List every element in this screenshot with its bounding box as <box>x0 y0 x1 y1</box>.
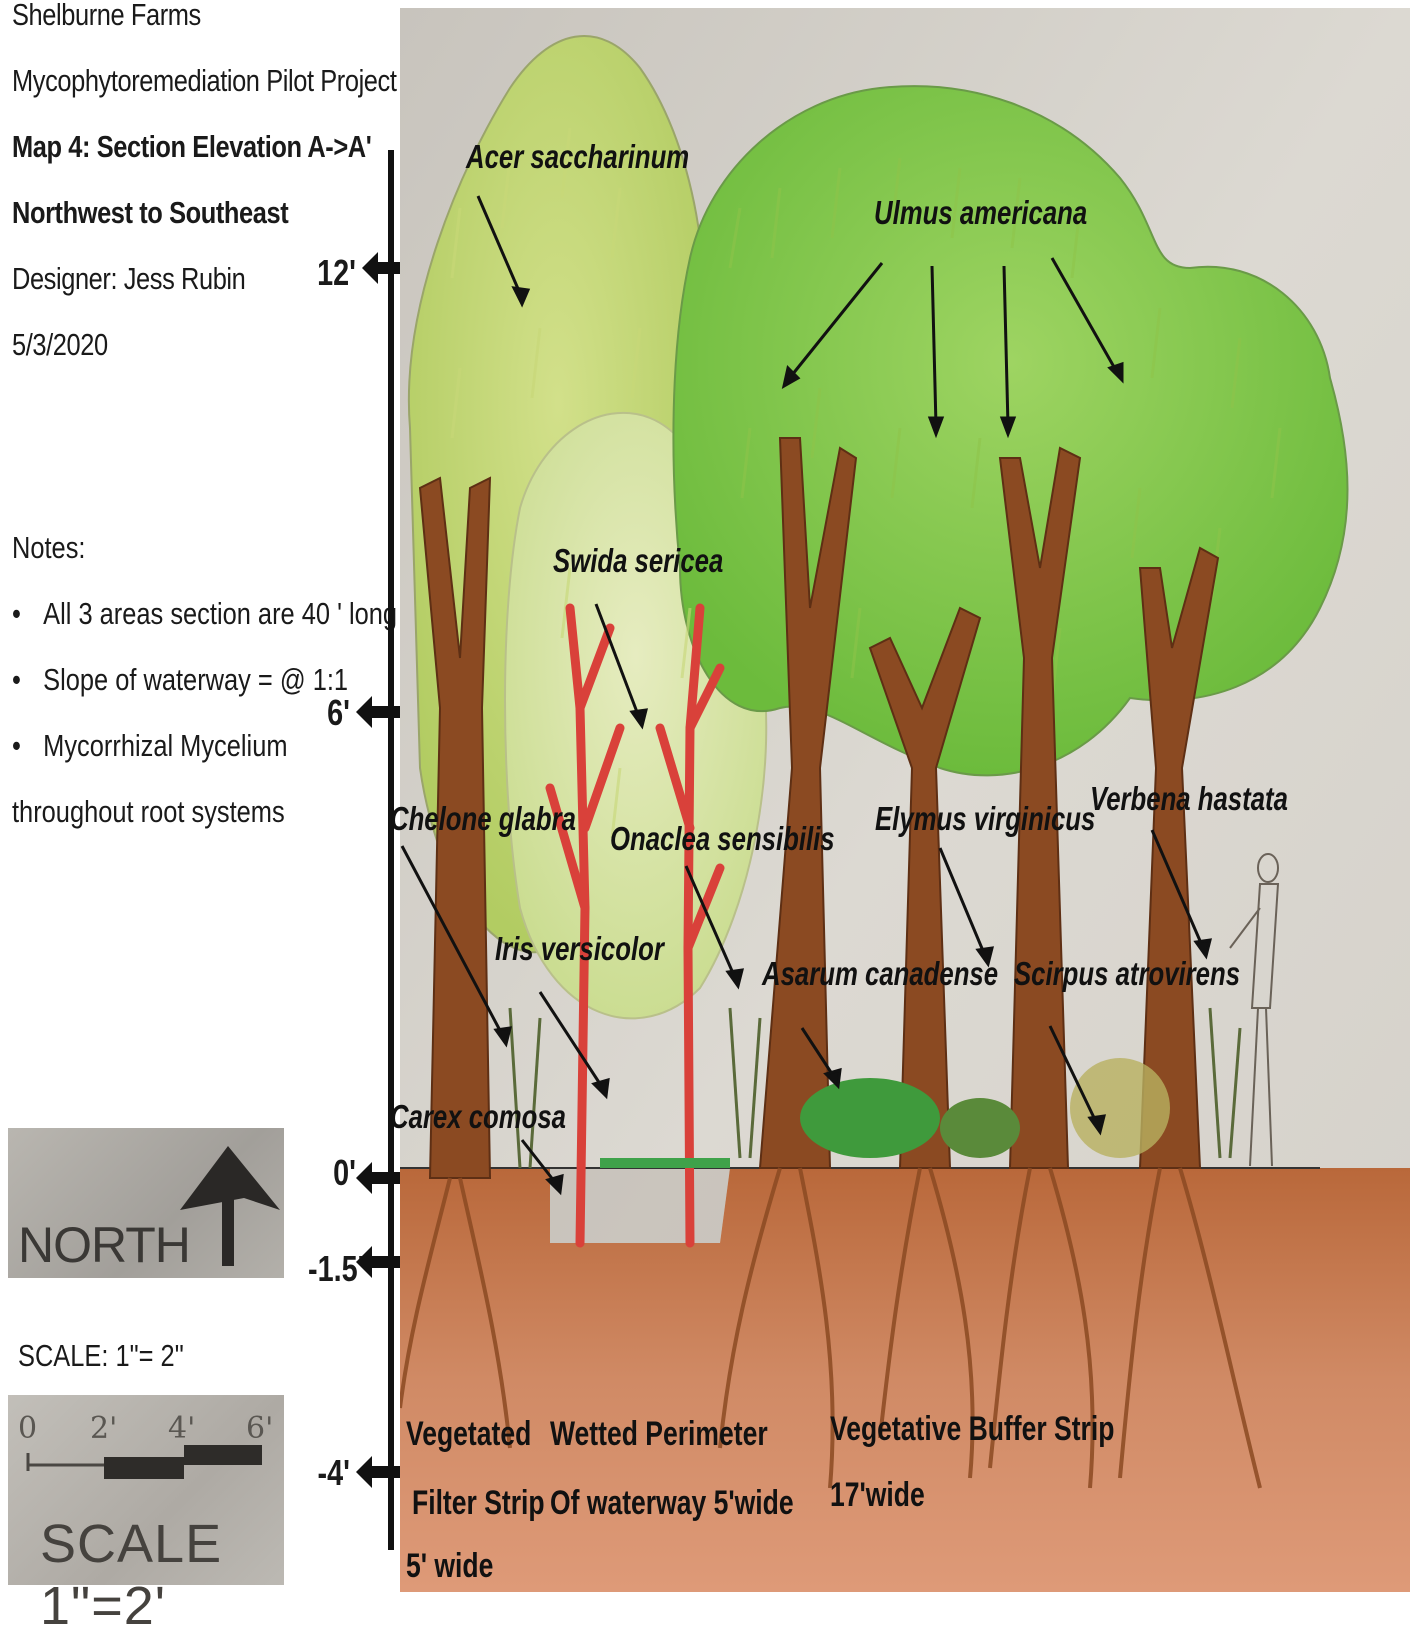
date: 5/3/2020 <box>12 312 336 378</box>
label-elymus-virginicus: Elymus virginicus <box>875 800 1095 838</box>
notes: Notes: All 3 areas section are 40 ' long… <box>12 515 407 845</box>
scale-bar-panel: 0 2' 4' 6' SCALE 1"=2' <box>8 1395 284 1585</box>
label-chelone-glabra: Chelone glabra <box>390 800 576 838</box>
map-title: Map 4: Section Elevation A->A' <box>12 114 336 180</box>
scale-bar-text: SCALE 1"=2' <box>40 1513 284 1637</box>
elevation-axis <box>388 150 394 1550</box>
notes-heading: Notes: <box>12 515 336 581</box>
note-item: Mycorrhizal Mycelium <box>12 713 336 779</box>
label-swida-sericea: Swida sericea <box>553 542 723 580</box>
zone-buffer-line2: 17'wide <box>830 1476 925 1515</box>
label-onoclea-sensibilis: Onaclea sensibilis <box>610 820 835 858</box>
project-name: Mycophytoremediation Pilot Project <box>12 48 336 114</box>
north-label: NORTH <box>18 1216 190 1274</box>
zone-wetted-line2: Of waterway 5'wide <box>550 1484 794 1523</box>
zone-wetted-line1: Wetted Perimeter <box>550 1415 768 1454</box>
label-scirpus-atrovirens: Scirpus atrovirens <box>1014 955 1240 993</box>
label-asarum-canadense: Asarum canadense <box>762 955 998 993</box>
note-continuation: throughout root systems <box>12 779 336 845</box>
north-arrow-panel: NORTH <box>8 1128 284 1278</box>
elevation-label: 0' <box>308 1152 356 1194</box>
zone-filter-line1: Vegetated <box>406 1415 531 1454</box>
note-item: All 3 areas section are 40 ' long <box>12 581 336 647</box>
designer: Designer: Jess Rubin <box>12 246 336 312</box>
title-block: Shelburne Farms Mycophytoremediation Pil… <box>12 0 407 378</box>
zone-filter-line3: 5' wide <box>406 1547 493 1586</box>
label-verbena-hastata: Verbena hastata <box>1090 780 1288 818</box>
elevation-label: -4' <box>302 1452 350 1494</box>
label-acer-saccharinum: Acer saccharinum <box>466 138 689 176</box>
project-owner: Shelburne Farms <box>12 0 336 48</box>
elevation-label: 12' <box>308 252 356 294</box>
map-orientation: Northwest to Southeast <box>12 180 336 246</box>
elevation-label: 6' <box>302 692 350 734</box>
zone-filter-line2: Filter Strip <box>412 1484 545 1523</box>
zone-buffer-line1: Vegetative Buffer Strip <box>830 1410 1114 1449</box>
elevation-label: -1.5' <box>308 1248 356 1290</box>
label-ulmus-americana: Ulmus americana <box>874 194 1087 232</box>
scale-label: SCALE: 1"= 2" <box>18 1338 184 1374</box>
note-item: Slope of waterway = @ 1:1 <box>12 647 336 713</box>
label-iris-versicolor: Iris versicolor <box>495 930 664 968</box>
label-carex-comosa: Carex comosa <box>390 1098 566 1136</box>
